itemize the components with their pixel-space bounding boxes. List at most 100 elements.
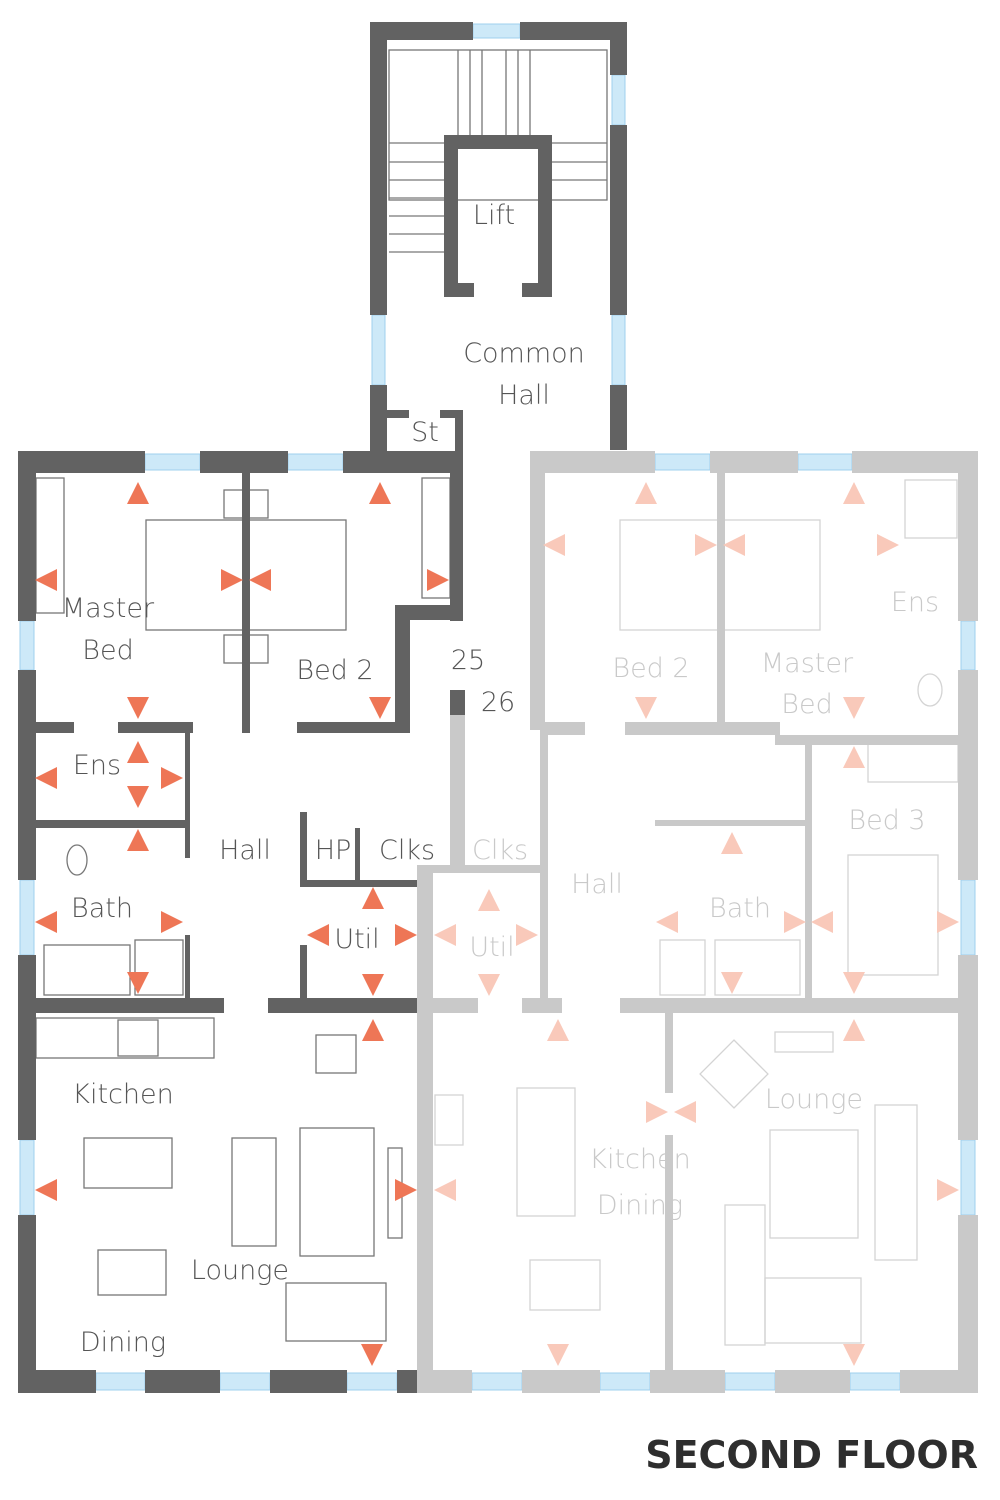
wall-dark — [522, 283, 552, 297]
escape-arrow-faded-icon — [516, 924, 538, 946]
escape-arrow-icon — [127, 972, 149, 994]
label-kitchen: Kitchen — [72, 1079, 173, 1110]
escape-arrow-icon — [127, 482, 149, 504]
window-icon — [144, 453, 201, 471]
wall-dark — [300, 945, 307, 1000]
escape-arrow-faded-icon — [635, 697, 657, 719]
wall-dark — [297, 722, 407, 733]
label-b-ensuite: Ens — [891, 587, 939, 618]
wall-dark — [200, 451, 288, 473]
escape-arrow-faded-icon — [478, 974, 500, 996]
labels: Lift Common Hall St 25 26 Master Bed Bed… — [62, 200, 939, 1358]
wall-dark — [444, 135, 458, 297]
wall-dark — [450, 690, 465, 715]
label-common-hall-1: Common — [463, 338, 585, 369]
escape-arrow-icon — [395, 1179, 417, 1201]
flat-number-26: 26 — [481, 687, 515, 718]
wall-light — [530, 451, 655, 473]
wall-light — [958, 955, 978, 1140]
escape-arrow-faded-icon — [721, 972, 743, 994]
wall-light — [805, 735, 812, 998]
escape-arrow-faded-icon — [695, 534, 717, 556]
label-b-lounge: Lounge — [765, 1084, 863, 1115]
label-hp: HP — [315, 835, 352, 866]
escape-arrow-icon — [35, 1179, 57, 1201]
wall-dark — [395, 605, 463, 620]
window-icon — [960, 620, 976, 671]
label-lift: Lift — [473, 200, 515, 231]
escape-arrow-faded-icon — [877, 534, 899, 556]
escape-arrow-faded-icon — [784, 911, 806, 933]
label-master-bed: Master — [62, 593, 155, 624]
escape-arrow-faded-icon — [543, 534, 565, 556]
wall-light — [775, 735, 960, 745]
window-icon — [611, 74, 626, 126]
wall-dark — [307, 880, 417, 887]
escape-arrow-icon — [35, 569, 57, 591]
escape-arrow-icon — [221, 569, 243, 591]
fire-escape-arrows — [35, 482, 959, 1366]
wall-dark — [18, 955, 36, 1140]
escape-arrow-faded-icon — [843, 972, 865, 994]
label-b-bed-3: Bed 3 — [848, 805, 925, 836]
escape-arrow-faded-icon — [843, 1019, 865, 1041]
wall-dark — [270, 1370, 347, 1393]
escape-arrow-icon — [427, 569, 449, 591]
escape-arrow-faded-icon — [843, 482, 865, 504]
label-dining: Dining — [80, 1327, 166, 1358]
wall-light — [620, 998, 958, 1013]
window-icon — [19, 879, 35, 956]
wall-dark — [268, 998, 418, 1013]
wall-dark — [387, 410, 409, 418]
label-b-dining: Dining — [597, 1190, 683, 1221]
escape-arrow-icon — [161, 911, 183, 933]
wall-light — [522, 1370, 600, 1393]
wall-dark — [118, 722, 193, 733]
wall-dark — [18, 451, 145, 473]
escape-arrow-faded-icon — [434, 924, 456, 946]
label-b-bed-2: Bed 2 — [612, 653, 689, 684]
wall-light — [433, 998, 478, 1013]
wall-light — [958, 670, 978, 880]
wall-dark — [36, 998, 224, 1013]
floor-title: SECOND FLOOR — [645, 1433, 978, 1477]
wall-dark — [444, 135, 552, 149]
escape-arrow-icon — [362, 1019, 384, 1041]
label-lounge: Lounge — [191, 1255, 289, 1286]
wall-light — [417, 1370, 472, 1393]
wall-light — [417, 865, 433, 1370]
wall-dark — [300, 812, 307, 887]
escape-arrow-icon — [127, 786, 149, 808]
window-icon — [287, 453, 344, 471]
wall-dark — [610, 125, 627, 315]
furniture — [35, 49, 959, 1346]
window-icon — [219, 1372, 271, 1391]
label-b-bath: Bath — [709, 893, 771, 924]
label-b-utility: Util — [469, 932, 514, 963]
wall-light — [545, 722, 585, 735]
window-icon — [95, 1372, 146, 1391]
escape-arrow-faded-icon — [547, 1019, 569, 1041]
wall-light — [650, 1370, 725, 1393]
escape-arrow-icon — [307, 924, 329, 946]
wall-light — [710, 451, 798, 473]
escape-arrow-icon — [249, 569, 271, 591]
wall-dark — [18, 451, 36, 621]
wall-dark — [185, 828, 190, 858]
wall-dark — [355, 828, 360, 883]
wall-light — [900, 1370, 978, 1393]
label-ensuite: Ens — [73, 750, 121, 781]
label-hall: Hall — [219, 835, 271, 866]
walls — [18, 22, 978, 1393]
label-bath: Bath — [71, 893, 133, 924]
wall-dark — [538, 135, 552, 297]
wall-dark — [440, 410, 462, 418]
wall-dark — [395, 605, 410, 733]
window-icon — [19, 620, 35, 671]
wall-light — [530, 473, 545, 730]
wall-dark — [610, 22, 627, 75]
window-icon — [849, 1372, 901, 1391]
wall-light — [665, 1013, 673, 1093]
wall-light — [852, 451, 978, 473]
